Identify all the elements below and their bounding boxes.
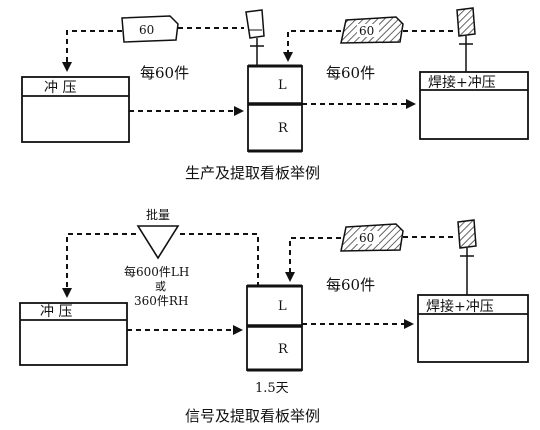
stamping-process-box: 冲 压 xyxy=(21,76,130,143)
production-withdrawal-kanban-diagram: 冲 压 焊接+冲压 L R 60 60 xyxy=(21,7,529,182)
signal-kanban-triangle-icon: 批量 xyxy=(136,207,180,260)
welding-stamping-process-box: 焊接+冲压 xyxy=(419,71,529,140)
store-slot-r: R xyxy=(278,121,289,136)
withdrawal-kanban-post-icon xyxy=(456,7,476,72)
store-to-signal-line xyxy=(180,233,259,286)
store-location: L R xyxy=(247,64,303,153)
flow-arrows xyxy=(62,27,454,116)
batch-size-right-label-2: 每60件 xyxy=(326,276,375,294)
signal-note-line3: 360件RH xyxy=(134,294,188,308)
store-slot-l: L xyxy=(278,78,287,93)
kanban-post-icon xyxy=(245,9,265,66)
signal-kanban-label: 批量 xyxy=(146,207,170,222)
withdrawal-kanban-to-store-arrow-2 xyxy=(285,237,341,282)
production-kanban-quantity: 60 xyxy=(139,23,154,37)
withdrawal-kanban-to-store-arrow xyxy=(283,30,341,62)
welding-stamping-process-label-2: 焊接+冲压 xyxy=(426,298,494,315)
production-kanban-return-arrow xyxy=(62,30,122,72)
stamping-process-label-2: 冲 压 xyxy=(40,304,72,320)
signal-note-line2: 或 xyxy=(155,280,166,293)
production-kanban-card: 60 xyxy=(121,15,179,43)
stamping-process-label: 冲 压 xyxy=(44,80,76,96)
store-slot-l-2: L xyxy=(278,299,287,314)
signal-withdrawal-kanban-diagram: 冲 压 焊接+冲压 L R 批量 每600件LH 或 360件RH xyxy=(19,207,529,425)
flow-arrows-2 xyxy=(62,233,455,335)
batch-size-right-label: 每60件 xyxy=(326,64,375,82)
withdrawal-kanban-post-icon-2 xyxy=(457,219,477,295)
lead-time-label: 1.5天 xyxy=(255,381,289,396)
withdrawal-kanban-quantity-2: 60 xyxy=(359,231,374,245)
welding-stamping-process-box-2: 焊接+冲压 xyxy=(417,294,529,363)
batch-size-left-label: 每60件 xyxy=(140,64,189,82)
signal-return-arrow xyxy=(62,233,136,298)
store-location-2: L R xyxy=(246,284,303,372)
stamping-process-box-2: 冲 压 xyxy=(19,302,128,366)
store-slot-r-2: R xyxy=(278,342,289,357)
withdrawal-kanban-quantity: 60 xyxy=(359,24,374,38)
diagram1-caption: 生产及提取看板举例 xyxy=(185,164,320,182)
withdrawal-kanban-card-2: 60 xyxy=(340,223,404,252)
diagram2-caption: 信号及提取看板举例 xyxy=(185,407,320,425)
withdrawal-kanban-card: 60 xyxy=(340,16,404,44)
signal-note-line1: 每600件LH xyxy=(124,264,189,279)
welding-stamping-process-label: 焊接+冲压 xyxy=(428,74,496,91)
